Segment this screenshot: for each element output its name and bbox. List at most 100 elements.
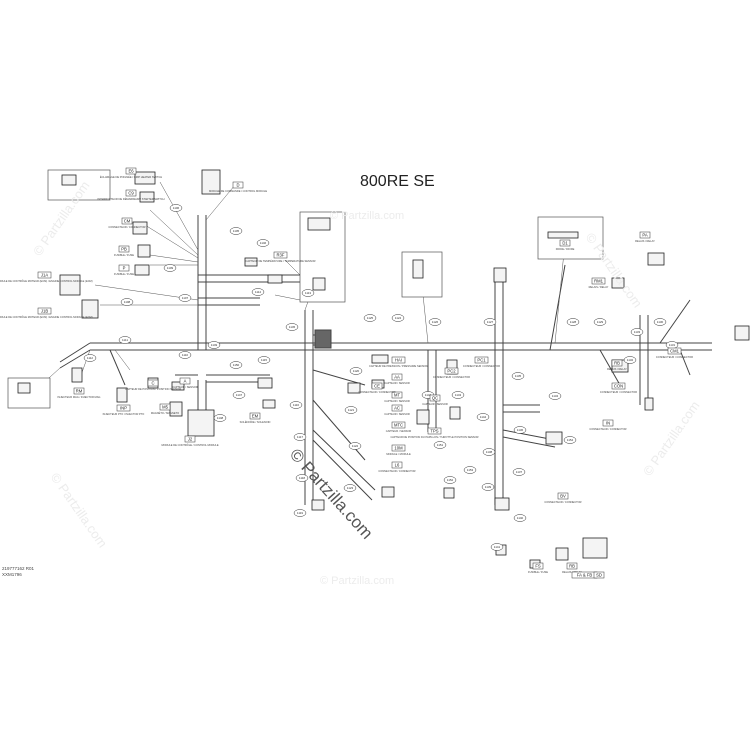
wire-node-number: 1148	[217, 416, 224, 420]
wire-node-oval	[163, 264, 177, 272]
wire-node-oval	[513, 514, 527, 522]
wire-node-number: 1151	[437, 443, 444, 447]
wire-node-oval	[593, 318, 607, 326]
wire-node: 1138	[482, 448, 496, 456]
part-code: A	[184, 379, 187, 384]
part-code: PC2	[447, 369, 456, 374]
wire-node-number: 1133	[634, 330, 641, 334]
part-code-box	[611, 382, 626, 390]
part-code-box	[116, 404, 131, 412]
wire-node-number: 1135	[515, 374, 522, 378]
part-code-box	[184, 435, 196, 443]
part-code: MT	[394, 393, 400, 398]
wire-node: 1128	[566, 318, 580, 326]
wire-node: 1111	[118, 336, 132, 344]
wire-node: 1105	[229, 227, 243, 235]
wire-node-oval	[229, 227, 243, 235]
wire-node: 1135	[511, 372, 525, 380]
wire-node-oval	[178, 351, 192, 359]
wire-node-oval	[251, 288, 265, 296]
part-caption: CONNECTEUR / CONNECTOR	[656, 355, 693, 359]
part-code-box	[602, 419, 614, 427]
wire-node: 1152	[443, 476, 457, 484]
wire-node-number: 1149	[211, 343, 218, 347]
part-caption: INJECTEUR PTO / INJECTOR PTO	[103, 412, 145, 416]
part-caption: CAPTEUR / SENSOR	[172, 385, 198, 389]
part-code: P	[123, 266, 126, 271]
part-caption: CONNECTEUR / CONNECTOR	[108, 225, 145, 229]
part-code-box	[611, 359, 623, 367]
wire-node: 1133	[630, 328, 644, 336]
part-caption: CAPTEUR DE POSITION / POSITION SENSOR	[125, 387, 181, 391]
part-code-box	[667, 347, 682, 355]
wire-node-oval	[344, 406, 358, 414]
document-code-line: XXM1796	[2, 572, 22, 577]
part-code: BV	[560, 494, 566, 499]
wire-node-oval	[301, 289, 315, 297]
wire-node-number: 1116	[293, 403, 300, 407]
wire-node-number: 1125	[367, 316, 374, 320]
part-code-box	[391, 373, 403, 381]
wire-node-number: 1117	[297, 435, 304, 439]
wire-node-number: 1131	[669, 343, 676, 347]
wire-node-number: 1120	[353, 369, 360, 373]
wire-node: 1137	[512, 468, 526, 476]
part-code: AC	[394, 406, 400, 411]
wire-node-oval	[207, 341, 221, 349]
part-code-box	[121, 217, 133, 225]
part-code-box	[391, 444, 406, 452]
wire-node: 1143	[451, 391, 465, 399]
part-code-box	[37, 271, 52, 279]
part-code: SD	[596, 573, 602, 578]
wire-node-number: 1108	[124, 300, 131, 304]
wire-node-number: 1153	[467, 468, 474, 472]
wire-node-number: 1130	[657, 320, 664, 324]
wire-node: 1119	[293, 509, 307, 517]
wire-node-number: 1107	[182, 296, 189, 300]
wire-node: 1145	[285, 323, 299, 331]
wire-node-number: 1115	[261, 358, 268, 362]
part-caption: MODULE DE CONTRÔLE MOTEUR (ECM) / ENGINE…	[0, 278, 93, 283]
part-code: CM	[124, 219, 131, 224]
wire-node: 1114	[251, 288, 265, 296]
part-code: 10M	[394, 446, 403, 451]
part-caption: FUSIBLE / FUSE	[114, 272, 134, 276]
wire-node-number: 1132	[627, 358, 634, 362]
wire-node-oval	[83, 354, 97, 362]
part-caption: CAPTEUR DE PRESSION / PRESSURE SENSOR	[369, 364, 428, 368]
part-caption: CAPTEUR DE TEMPÉRATURE / TEMPERATURE SEN…	[246, 258, 316, 263]
wire-node: 1144	[476, 413, 490, 421]
wire-node: 1134	[548, 392, 562, 400]
part-code: PC1	[477, 358, 486, 363]
document-code-line: 219777162 R01	[2, 566, 35, 571]
wire-node-number: 1129	[597, 320, 604, 324]
wire-node: 1113	[301, 289, 315, 297]
part-code: RB	[569, 564, 575, 569]
part-code: INP	[120, 406, 127, 411]
wire-node: 1115	[257, 356, 271, 364]
wire-node-number: 1128	[570, 320, 577, 324]
part-code-box	[391, 391, 403, 399]
wire-node: 1109	[163, 264, 177, 272]
part-caption: CAPTEUR DE POSITION DU PAPILLON / THROTT…	[390, 435, 478, 439]
wire-node: 1118	[295, 474, 309, 482]
wire-node-number: 1112	[87, 356, 94, 360]
wire-node: 1106	[169, 204, 183, 212]
wire-node-number: 1139	[485, 485, 492, 489]
